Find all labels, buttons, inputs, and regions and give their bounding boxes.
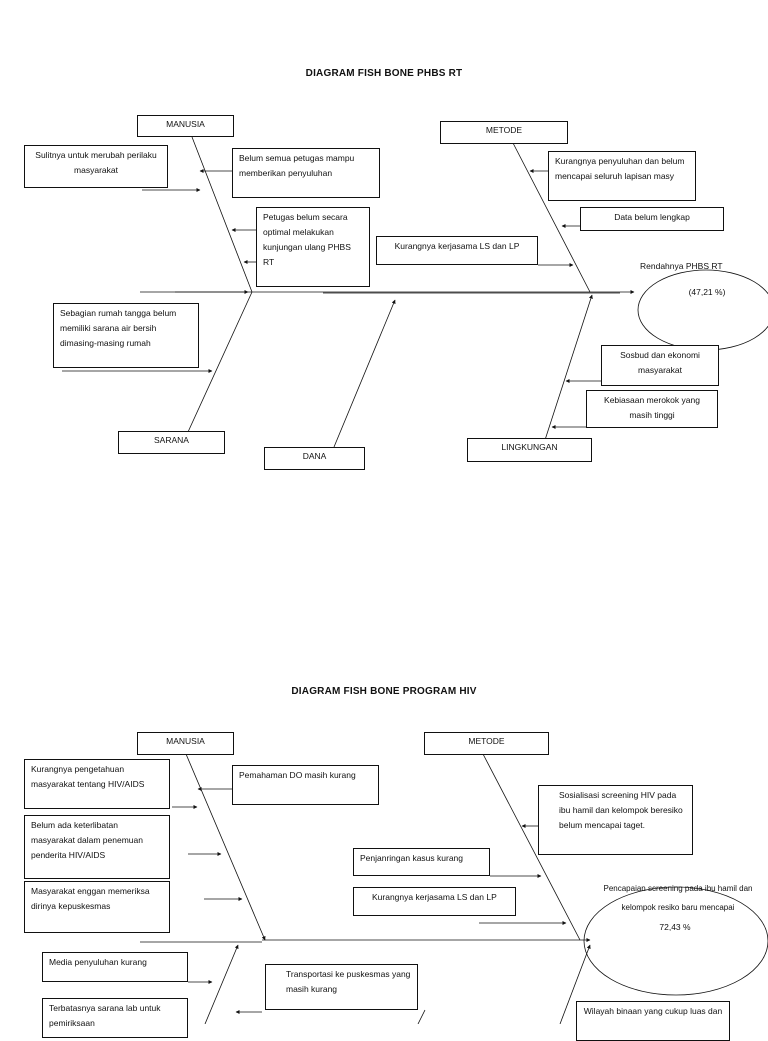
cause-box: Terbatasnya sarana lab untuk pemiriksaan [42,998,188,1038]
cause-box: Transportasi ke puskesmas yang masih kur… [265,964,418,1010]
effect-value-2: 72,43 % [659,922,691,932]
cause-box: Pemahaman DO masih kurang [232,765,379,805]
cause-box: Penjanringan kasus kurang [353,848,490,876]
cause-box: Sosialisasi screening HIV pada ibu hamil… [538,785,693,855]
cause-box: Kurangnya kerjasama LS dan LP [353,887,516,916]
cause-box: Belum ada keterlibatan masyarakat dalam … [24,815,170,879]
category-manusia: MANUSIA [137,115,234,137]
effect-ellipse-2 [583,886,768,996]
cause-box: Wilayah binaan yang cukup luas dan [576,1001,730,1041]
bone-manusia [191,136,253,293]
category-lingkungan: LINGKUNGAN [467,438,592,462]
cause-box: Sosbud dan ekonomi masyarakat [601,345,719,386]
bone-lower-mid-2 [417,1009,426,1024]
cause-box: Kurangnya kerjasama LS dan LP [376,236,538,265]
diagram-title-2: DIAGRAM FISH BONE PROGRAM HIV [291,686,477,697]
cause-box: Sebagian rumah tangga belum memiliki sar… [53,303,199,368]
bone-sarana [187,291,253,433]
effect-label-2: Pencapaian screening pada ibu hamil dan … [603,884,753,912]
category-manusia-2: MANUSIA [137,732,234,755]
cause-box: Petugas belum secara optimal melakukan k… [256,207,370,287]
cause-box: Media penyuluhan kurang [42,952,188,982]
cause-box: Data belum lengkap [580,207,724,231]
bone-metode-2 [482,753,581,941]
effect-label: Rendahnya PHBS RT [640,261,723,271]
bone-manusia-2 [185,753,266,941]
bone-lingkungan [544,294,593,441]
cause-box: Belum semua petugas mampu memberikan pen… [232,148,380,198]
cause-box: Masyarakat enggan memeriksa dirinya kepu… [24,881,170,933]
category-metode: METODE [440,121,568,144]
bone-metode [512,142,591,293]
diagram-title: DIAGRAM FISH BONE PHBS RT [305,68,463,79]
bone-lower-left-2 [204,944,239,1024]
category-metode-2: METODE [424,732,549,755]
category-dana: DANA [264,447,365,470]
effect-value: (47,21 %) [688,287,726,297]
effect-ellipse [637,269,768,351]
bone-lower-right-2 [559,944,591,1024]
category-sarana: SARANA [118,431,225,454]
cause-box: Kurangnya pengetahuan masyarakat tentang… [24,759,170,809]
cause-box: Kebiasaan merokok yang masih tinggi [586,390,718,428]
cause-box: Kurangnya penyuluhan dan belum mencapai … [548,151,696,201]
bone-dana [333,299,396,448]
cause-box: Sulitnya untuk merubah perilaku masyarak… [24,145,168,188]
